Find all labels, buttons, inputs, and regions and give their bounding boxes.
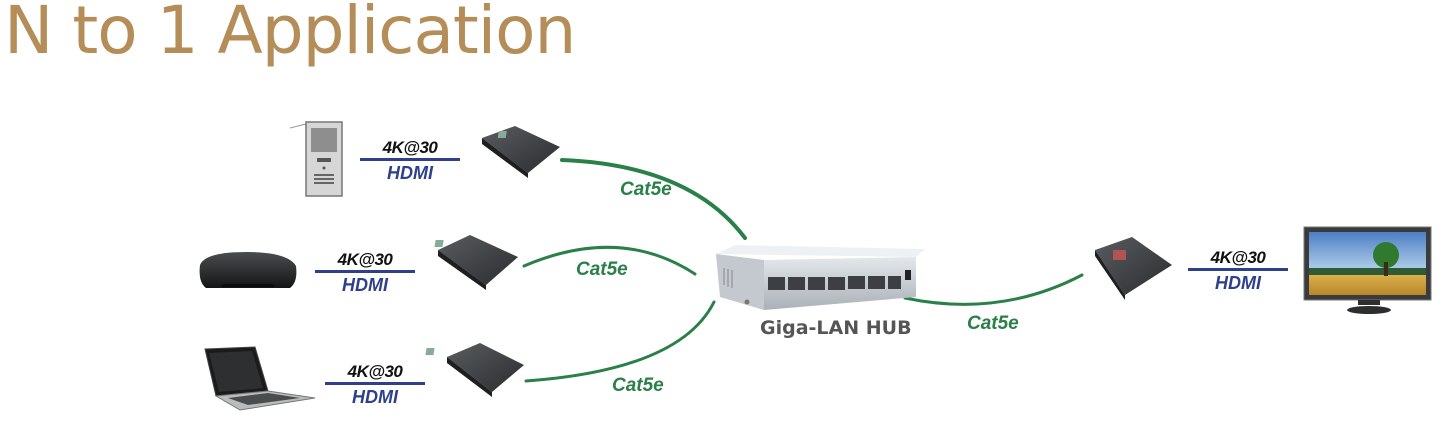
monitor-icon (1303, 226, 1432, 314)
transmitter-2-icon (434, 235, 518, 290)
interface-label: HDMI (387, 163, 433, 183)
giga-lan-hub-icon (716, 245, 925, 310)
transmitter-1-icon (482, 126, 560, 178)
interface-label: HDMI (352, 387, 398, 407)
signal-divider (1188, 268, 1288, 271)
desktop-pc-icon (289, 121, 343, 197)
source-3-signal-label: 4K@30 HDMI (325, 363, 425, 407)
resolution-label: 4K@30 (382, 138, 438, 157)
signal-divider (325, 382, 425, 385)
cable-out (903, 273, 1084, 306)
receiver-icon (1095, 237, 1172, 300)
cable-1-label: Cat5e (620, 179, 672, 200)
cable-out-label: Cat5e (967, 313, 1019, 334)
cable-3 (524, 300, 716, 383)
source-1-signal-label: 4K@30 HDMI (360, 139, 460, 183)
cable-2-label: Cat5e (576, 259, 628, 280)
cable-2 (522, 245, 697, 276)
laptop-icon (204, 346, 316, 411)
interface-label: HDMI (342, 275, 388, 295)
cable-1 (560, 158, 747, 240)
cable-3-label: Cat5e (612, 375, 664, 396)
hub-label: Giga-LAN HUB (760, 317, 912, 339)
signal-divider (315, 270, 415, 273)
media-player-icon (199, 252, 297, 288)
resolution-label: 4K@30 (337, 250, 393, 269)
resolution-label: 4K@30 (1210, 248, 1266, 267)
receiver-signal-label: 4K@30 HDMI (1188, 249, 1288, 293)
resolution-label: 4K@30 (347, 362, 403, 381)
transmitter-3-icon (425, 343, 524, 397)
interface-label: HDMI (1215, 273, 1261, 293)
signal-divider (360, 158, 460, 161)
source-2-signal-label: 4K@30 HDMI (315, 251, 415, 295)
diagram-title: N to 1 Application (4, 0, 576, 69)
